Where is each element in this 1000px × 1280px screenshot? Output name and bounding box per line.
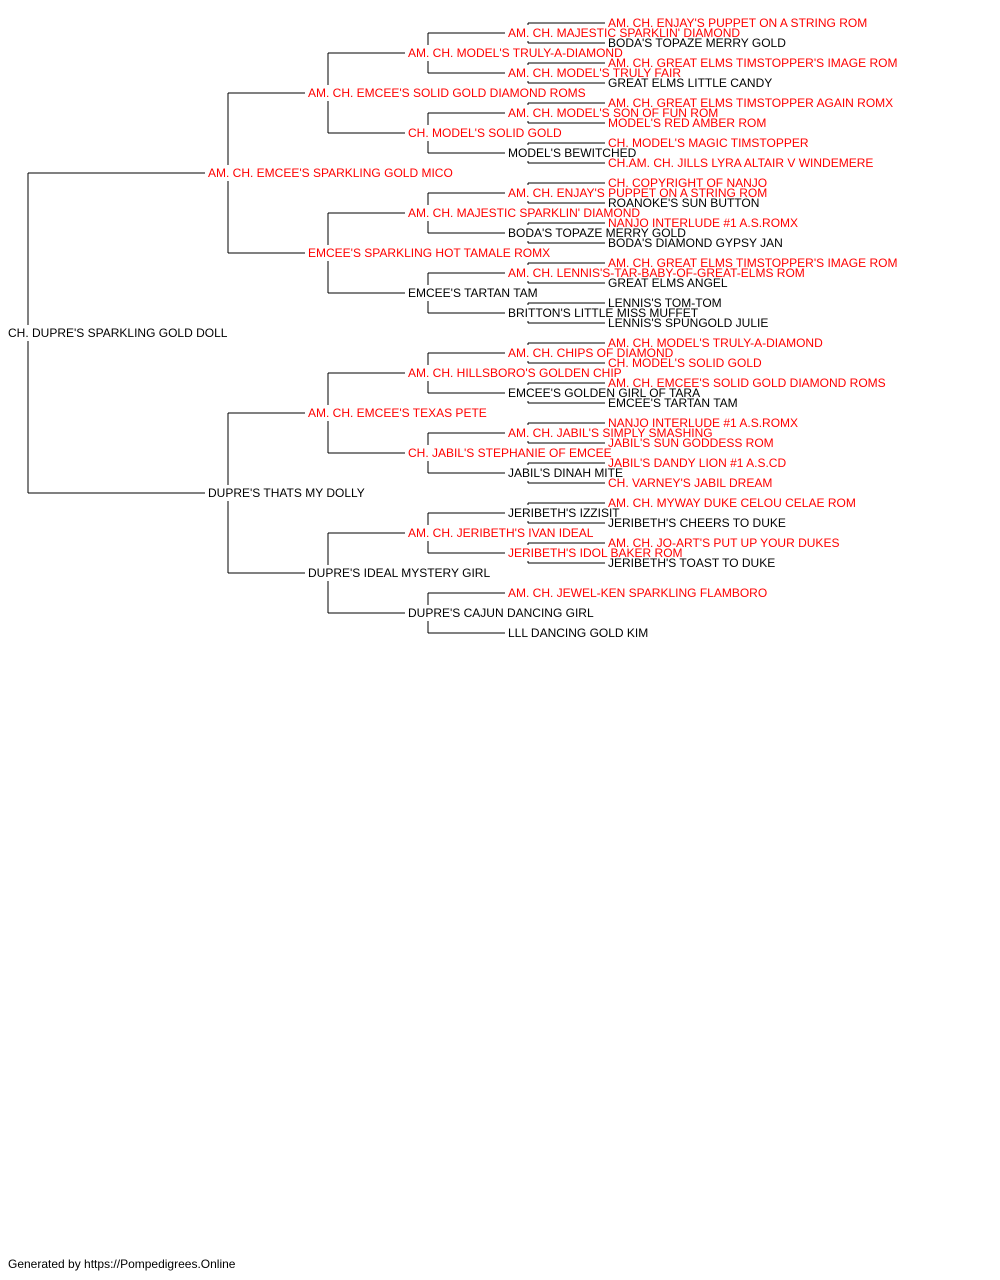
- pedigree-node: AM. CH. EMCEE'S SOLID GOLD DIAMOND ROMS: [308, 86, 586, 100]
- pedigree-node: DUPRE'S IDEAL MYSTERY GIRL: [308, 566, 491, 580]
- pedigree-node: AM. CH. JERIBETH'S IVAN IDEAL: [408, 526, 594, 540]
- pedigree-node: AM. CH. GREAT ELMS TIMSTOPPER'S IMAGE RO…: [608, 256, 898, 270]
- pedigree-node: CH. MODEL'S SOLID GOLD: [608, 356, 762, 370]
- pedigree-node: AM. CH. GREAT ELMS TIMSTOPPER AGAIN ROMX: [608, 96, 894, 110]
- pedigree-node: AM. CH. MODEL'S TRULY FAIR: [508, 66, 681, 80]
- pedigree-node: CH. VARNEY'S JABIL DREAM: [608, 476, 773, 490]
- pedigree-node: AM. CH. ENJAY'S PUPPET ON A STRING ROM: [508, 186, 768, 200]
- pedigree-node: NANJO INTERLUDE #1 A.S.ROMX: [608, 216, 799, 230]
- pedigree-node: EMCEE'S TARTAN TAM: [408, 286, 538, 300]
- pedigree-node: AM. CH. JO-ART'S PUT UP YOUR DUKES: [608, 536, 840, 550]
- pedigree-node: JERIBETH'S IDOL BAKER ROM: [508, 546, 683, 560]
- pedigree-node: JABIL'S DANDY LION #1 A.S.CD: [608, 456, 787, 470]
- pedigree-node: CH.AM. CH. JILLS LYRA ALTAIR V WINDEMERE: [608, 156, 874, 170]
- pedigree-node: JERIBETH'S IZZISIT: [508, 506, 620, 520]
- pedigree-node: AM. CH. EMCEE'S SOLID GOLD DIAMOND ROMS: [608, 376, 886, 390]
- pedigree-node: DUPRE'S CAJUN DANCING GIRL: [408, 606, 594, 620]
- pedigree-node: AM. CH. EMCEE'S SPARKLING GOLD MICO: [208, 166, 453, 180]
- pedigree-node: LENNIS'S TOM-TOM: [608, 296, 722, 310]
- pedigree-node: DUPRE'S THATS MY DOLLY: [208, 486, 365, 500]
- pedigree-node: LENNIS'S SPUNGOLD JULIE: [608, 316, 769, 330]
- pedigree-node: NANJO INTERLUDE #1 A.S.ROMX: [608, 416, 799, 430]
- pedigree-node: AM. CH. MAJESTIC SPARKLIN' DIAMOND: [408, 206, 641, 220]
- pedigree-node: EMCEE'S GOLDEN GIRL OF TARA: [508, 386, 701, 400]
- pedigree-node: JERIBETH'S CHEERS TO DUKE: [608, 516, 786, 530]
- pedigree-node: CH. JABIL'S STEPHANIE OF EMCEE: [408, 446, 612, 460]
- pedigree-node: EMCEE'S TARTAN TAM: [608, 396, 738, 410]
- pedigree-node: JERIBETH'S TOAST TO DUKE: [608, 556, 776, 570]
- pedigree-node: AM. CH. ENJAY'S PUPPET ON A STRING ROM: [608, 16, 868, 30]
- pedigree-node: AM. CH. HILLSBORO'S GOLDEN CHIP: [408, 366, 622, 380]
- pedigree-node: AM. CH. GREAT ELMS TIMSTOPPER'S IMAGE RO…: [608, 56, 898, 70]
- pedigree-node: MODEL'S BEWITCHED: [508, 146, 637, 160]
- pedigree-node: MODEL'S RED AMBER ROM: [608, 116, 767, 130]
- pedigree-node: CH. DUPRE'S SPARKLING GOLD DOLL: [8, 326, 228, 340]
- pedigree-node: AM. CH. MAJESTIC SPARKLIN' DIAMOND: [508, 26, 741, 40]
- pedigree-node: EMCEE'S SPARKLING HOT TAMALE ROMX: [308, 246, 551, 260]
- pedigree-node: AM. CH. MODEL'S TRULY-A-DIAMOND: [608, 336, 823, 350]
- pedigree-node: CH. MODEL'S SOLID GOLD: [408, 126, 562, 140]
- pedigree-node: AM. CH. MYWAY DUKE CELOU CELAE ROM: [608, 496, 856, 510]
- pedigree-node: BODA'S TOPAZE MERRY GOLD: [508, 226, 686, 240]
- pedigree-node: CH. COPYRIGHT OF NANJO: [608, 176, 768, 190]
- pedigree-node: AM. CH. JABIL'S SIMPLY SMASHING: [508, 426, 713, 440]
- pedigree-node: AM. CH. EMCEE'S TEXAS PETE: [308, 406, 487, 420]
- pedigree-node: BODA'S DIAMOND GYPSY JAN: [608, 236, 783, 250]
- pedigree-node: GREAT ELMS ANGEL: [608, 276, 728, 290]
- pedigree-node: BRITTON'S LITTLE MISS MUFFET: [508, 306, 699, 320]
- pedigree-node: JABIL'S SUN GODDESS ROM: [608, 436, 774, 450]
- generated-by-footer: Generated by https://Pompedigrees.Online: [8, 1257, 236, 1271]
- pedigree-node: BODA'S TOPAZE MERRY GOLD: [608, 36, 786, 50]
- pedigree-node: AM. CH. LENNIS'S-TAR-BABY-OF-GREAT-ELMS …: [508, 266, 805, 280]
- pedigree-node: AM. CH. CHIPS OF DIAMOND: [508, 346, 674, 360]
- pedigree-node: JABIL'S DINAH MITE: [508, 466, 623, 480]
- pedigree-node: LLL DANCING GOLD KIM: [508, 626, 649, 640]
- pedigree-node: ROANOKE'S SUN BUTTON: [608, 196, 760, 210]
- pedigree-node: AM. CH. MODEL'S TRULY-A-DIAMOND: [408, 46, 623, 60]
- pedigree-node: AM. CH. JEWEL-KEN SPARKLING FLAMBORO: [508, 586, 768, 600]
- pedigree-node: CH. MODEL'S MAGIC TIMSTOPPER: [608, 136, 809, 150]
- pedigree-node: AM. CH. MODEL'S SON OF FUN ROM: [508, 106, 719, 120]
- pedigree-node: GREAT ELMS LITTLE CANDY: [608, 76, 773, 90]
